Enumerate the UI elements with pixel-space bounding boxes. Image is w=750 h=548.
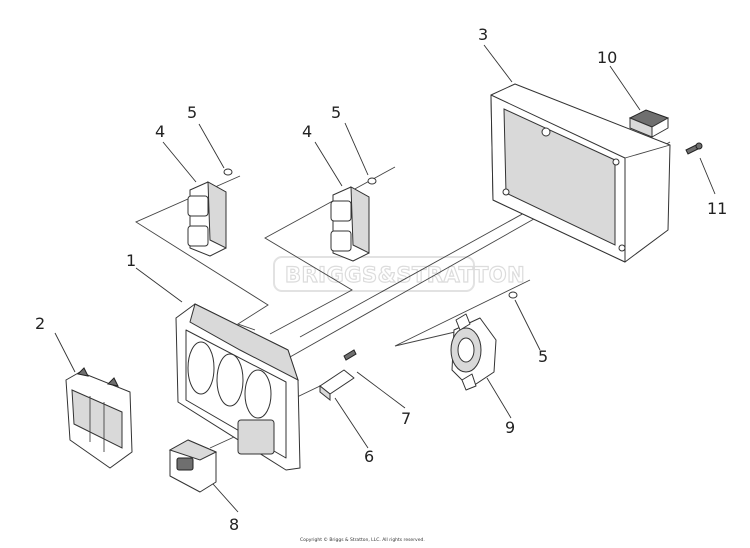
callout-9: 9 <box>505 418 515 437</box>
callout-4a: 4 <box>155 122 165 141</box>
outlet-cover <box>65 367 133 469</box>
duplex-outlet-left <box>187 181 227 257</box>
screw-11 <box>685 142 703 155</box>
callout-7: 7 <box>401 409 411 428</box>
screw-7 <box>343 349 357 361</box>
nut-5b <box>367 177 377 185</box>
connector-block <box>628 109 670 138</box>
duplex-outlet-right <box>330 186 370 262</box>
callout-11: 11 <box>707 199 727 218</box>
rear-housing <box>490 83 671 263</box>
rocker-switch <box>168 439 218 493</box>
callout-8: 8 <box>229 515 239 534</box>
callout-1: 1 <box>126 251 136 270</box>
callout-5a: 5 <box>187 103 197 122</box>
copyright-notice: Copyright © Briggs & Stratton, LLC. All … <box>300 538 425 543</box>
nut-5c <box>508 291 518 299</box>
watermark-text: BRIGGS&STRATTON <box>285 263 525 287</box>
callout-2: 2 <box>35 314 45 333</box>
circuit-breaker <box>319 369 355 402</box>
callout-5c: 5 <box>538 347 548 366</box>
callout-10: 10 <box>597 48 617 67</box>
callout-leaders <box>54 44 716 513</box>
callout-5b: 5 <box>331 103 341 122</box>
callout-3: 3 <box>478 25 488 44</box>
nut-5a <box>223 168 233 176</box>
callout-4b: 4 <box>302 122 312 141</box>
twist-lock-receptacle <box>450 313 497 391</box>
callout-6: 6 <box>364 447 374 466</box>
brand-watermark: BRIGGS&STRATTON <box>273 256 525 292</box>
control-panel <box>175 303 301 471</box>
callout-labels: 1 2 3 4 4 5 5 5 6 7 8 9 10 11 <box>35 25 727 534</box>
